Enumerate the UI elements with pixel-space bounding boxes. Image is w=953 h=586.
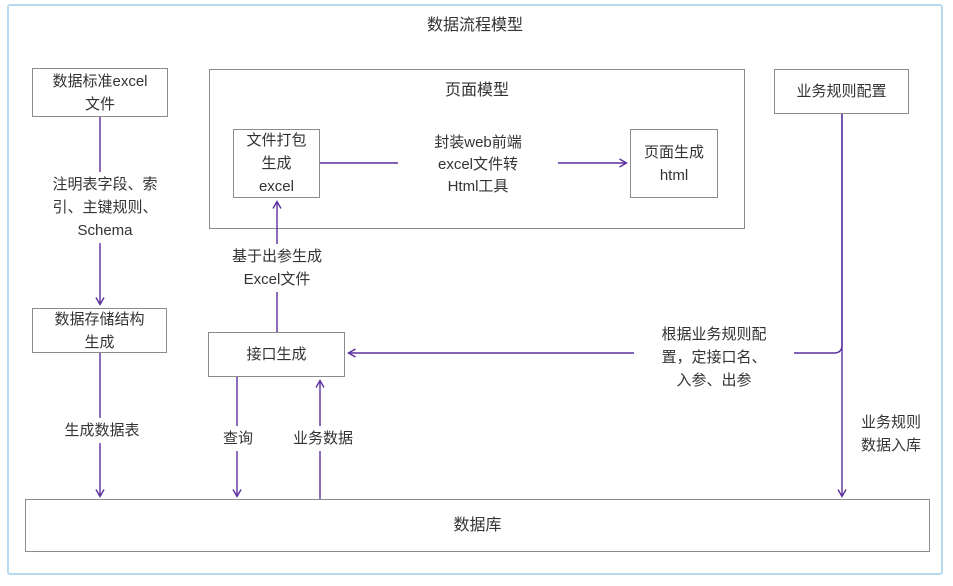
node-data-standard-excel: 数据标准excel 文件 — [32, 68, 168, 117]
node-interface-generate: 接口生成 — [208, 332, 345, 377]
edge-label-per-business-rules: 根据业务规则配 置，定接口名、 入参、出参 — [634, 322, 794, 393]
node-page-generate-html: 页面生成 html — [630, 129, 718, 198]
group-page-model: 页面模型 — [209, 69, 745, 229]
edge-label-web-excel-to-html-tool: 封装web前端 excel文件转 Html工具 — [398, 131, 558, 199]
group-page-model-title: 页面模型 — [444, 82, 509, 99]
edge-label-business-rule-into-db: 业务规则 数据入库 — [852, 410, 930, 458]
edge-label-based-on-output-excel: 基于出参生成 Excel文件 — [197, 244, 357, 292]
node-data-storage-structure: 数据存储结构 生成 — [32, 308, 167, 353]
diagram-title: 数据流程模型 — [426, 17, 523, 34]
edge-label-business-data: 业务数据 — [283, 426, 363, 451]
edge-label-query: 查询 — [207, 426, 269, 451]
node-business-rule-config: 业务规则配置 — [774, 69, 909, 114]
edge-label-generate-data-table: 生成数据表 — [42, 418, 162, 443]
node-file-package-excel: 文件打包 生成 excel — [233, 129, 320, 198]
node-database: 数据库 — [25, 499, 930, 552]
edge-label-annotate-schema: 注明表字段、索 引、主键规则、 Schema — [25, 172, 185, 243]
